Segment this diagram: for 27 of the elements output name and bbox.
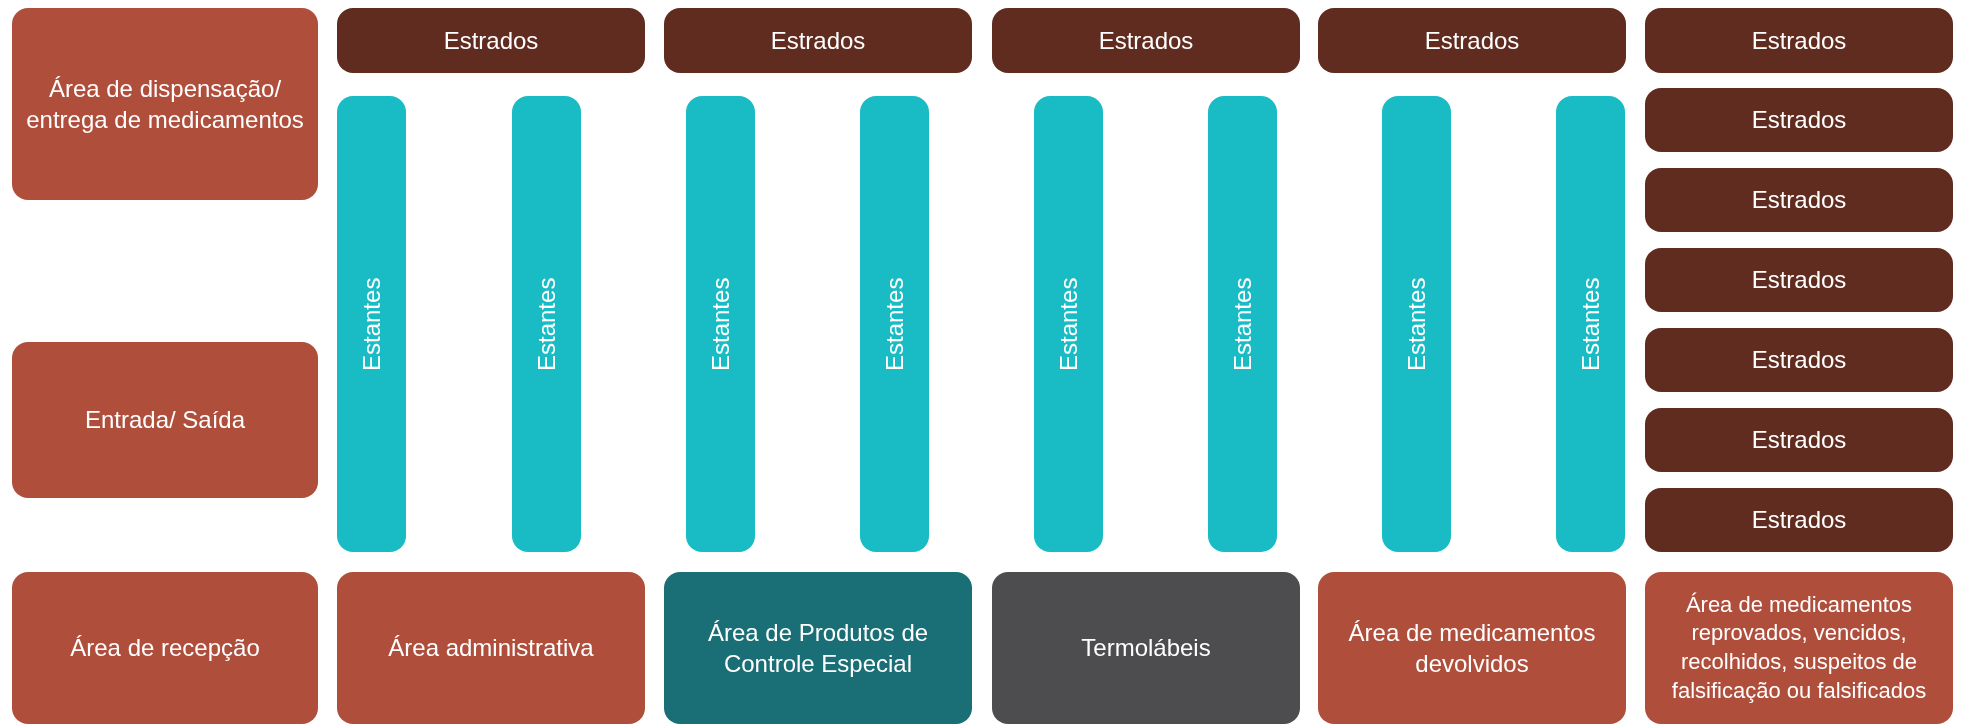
pallet-block: Estrados bbox=[1645, 408, 1953, 472]
shelf-block: Estantes bbox=[860, 96, 929, 552]
pallet-block: Estrados bbox=[664, 8, 972, 73]
area-block: Área administrativa bbox=[337, 572, 645, 724]
shelf-block: Estantes bbox=[337, 96, 406, 552]
pallet-block: Estrados bbox=[1318, 8, 1626, 73]
pallet-block: Estrados bbox=[1645, 488, 1953, 552]
pallet-block: Estrados bbox=[1645, 248, 1953, 312]
shelf-block: Estantes bbox=[1556, 96, 1625, 552]
pallet-block: Estrados bbox=[1645, 328, 1953, 392]
area-block: Área de dispensação/ entrega de medicamentos bbox=[12, 8, 318, 200]
pallet-block: Estrados bbox=[1645, 8, 1953, 73]
area-block: Área de Produtos de Controle Especial bbox=[664, 572, 972, 724]
shelf-block: Estantes bbox=[686, 96, 755, 552]
area-block: Termolábeis bbox=[992, 572, 1300, 724]
pallet-block: Estrados bbox=[1645, 88, 1953, 152]
entrance-block: Entrada/ Saída bbox=[12, 342, 318, 498]
pallet-block: Estrados bbox=[992, 8, 1300, 73]
area-block: Área de medicamentos devolvidos bbox=[1318, 572, 1626, 724]
area-block: Área de recepção bbox=[12, 572, 318, 724]
shelf-block: Estantes bbox=[1382, 96, 1451, 552]
shelf-block: Estantes bbox=[1208, 96, 1277, 552]
shelf-block: Estantes bbox=[512, 96, 581, 552]
pallet-block: Estrados bbox=[1645, 168, 1953, 232]
shelf-block: Estantes bbox=[1034, 96, 1103, 552]
area-block: Área de medicamentos reprovados, vencidos, recolhidos, suspeitos de falsificação ou falsificados bbox=[1645, 572, 1953, 724]
pallet-block: Estrados bbox=[337, 8, 645, 73]
